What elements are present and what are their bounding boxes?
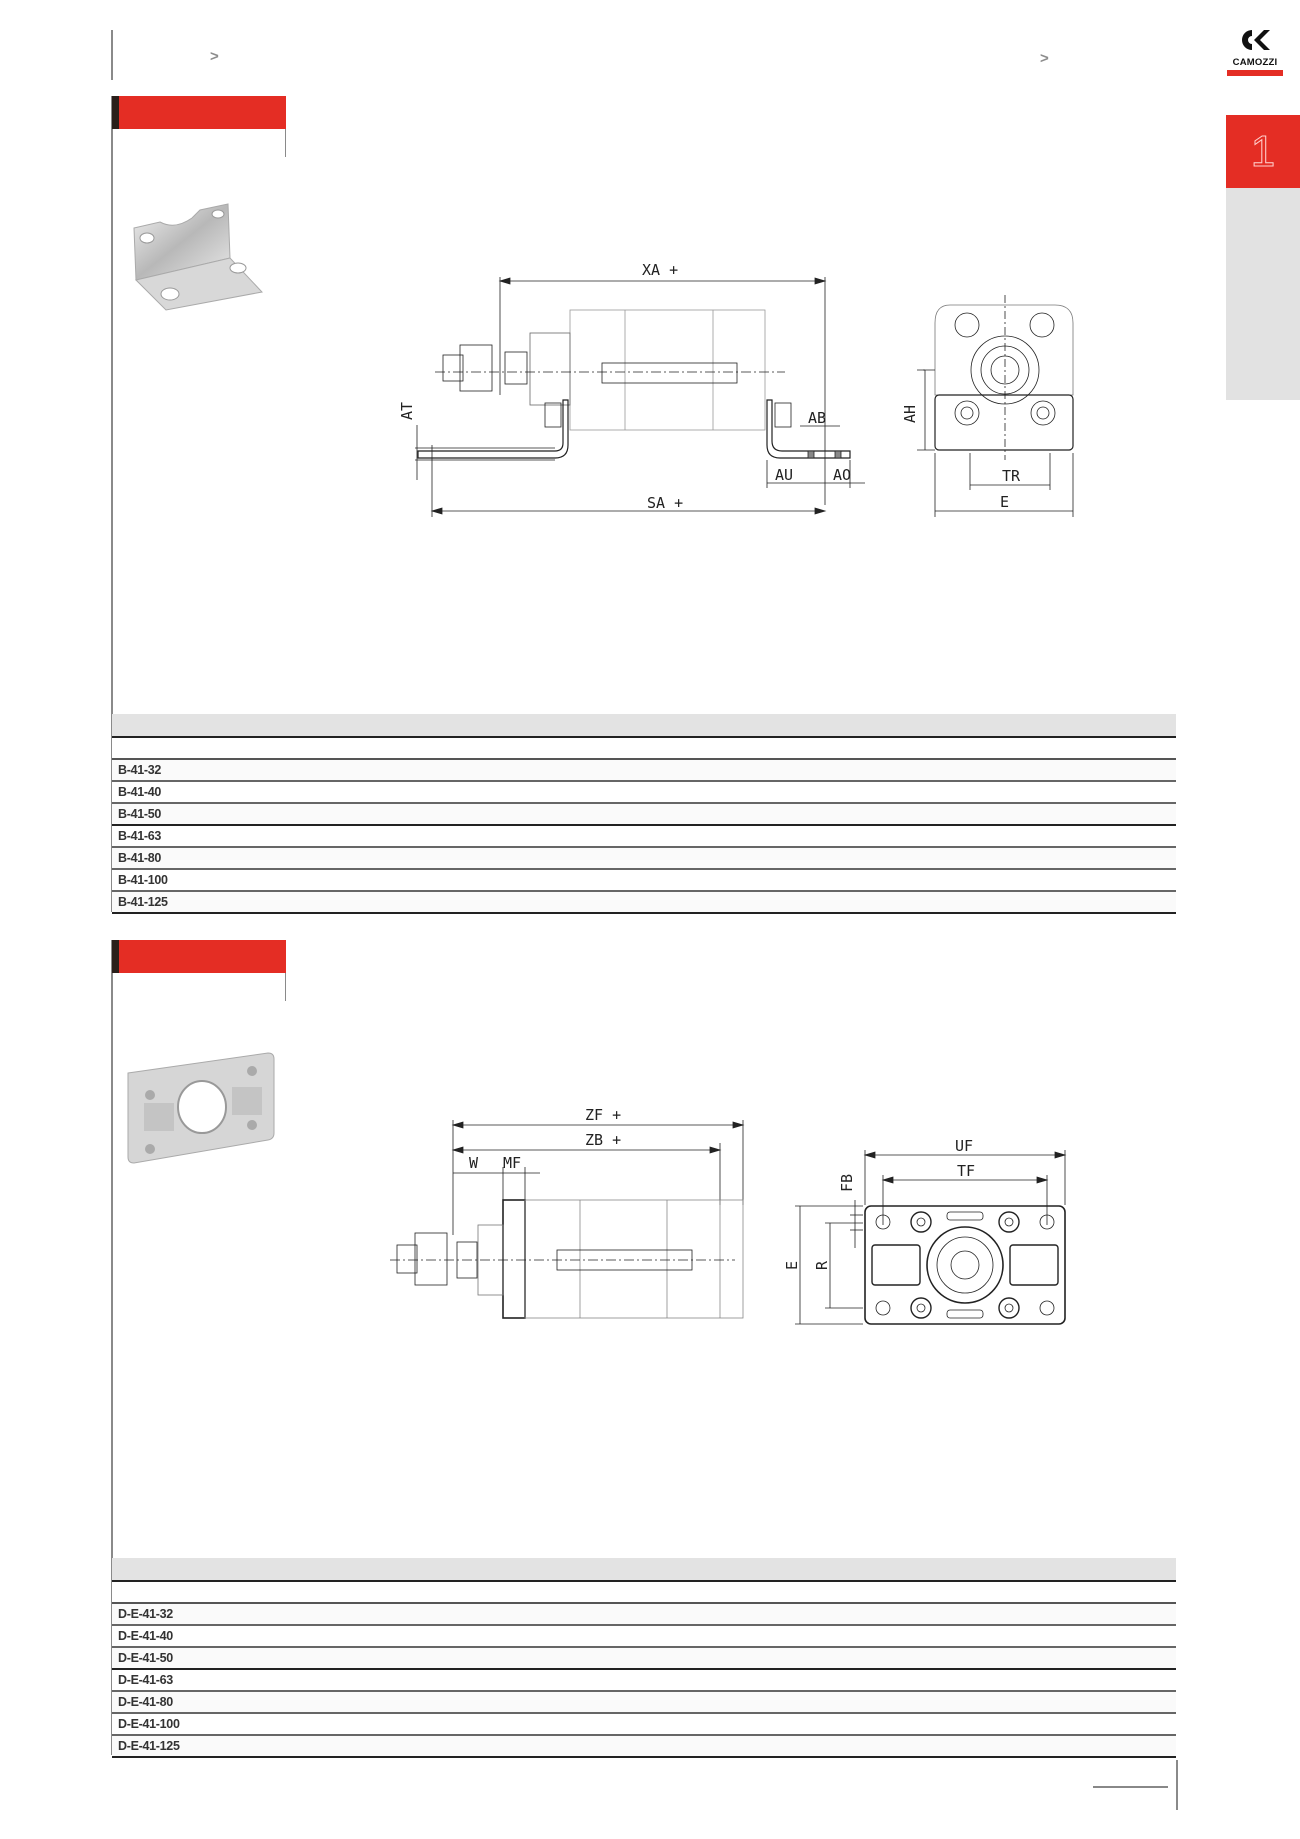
foot-mounting-end-drawing: TR E AH <box>901 295 1074 517</box>
dim-label-mf: MF <box>503 1154 521 1172</box>
dim-label-xa: XA + <box>642 261 678 279</box>
dim-label-zb: ZB + <box>585 1131 621 1149</box>
table-body: D-E-41-32 D-E-41-40 D-E-41-50 D-E-41-63 … <box>112 1604 1176 1758</box>
table-row: D-E-41-50 <box>112 1648 1176 1670</box>
section-2-header <box>112 940 286 973</box>
section-2-left-rule <box>111 940 113 1755</box>
table-header <box>112 714 1176 738</box>
breadcrumb-separator: > <box>1040 50 1049 67</box>
table-row: D-E-41-63 <box>112 1670 1176 1692</box>
foot-bracket-icon <box>133 203 263 311</box>
section-header-marker <box>112 96 119 129</box>
dim-label-tr: TR <box>1002 467 1021 485</box>
dim-label-ao: AO <box>833 466 851 484</box>
dim-label-r: R <box>813 1260 831 1270</box>
section-1-header <box>112 96 286 129</box>
dim-label-zf: ZF + <box>585 1106 621 1124</box>
logo-text: CAMOZZI <box>1232 57 1278 68</box>
section-2-header-rule <box>285 973 286 1001</box>
ck-icon <box>1242 30 1270 50</box>
section-1-left-rule <box>111 96 113 912</box>
dim-label-ab: AB <box>808 409 826 427</box>
table-row: D-E-41-80 <box>112 1692 1176 1714</box>
table-row: D-E-41-32 <box>112 1604 1176 1626</box>
table-row: B-41-63 <box>112 826 1176 848</box>
table-row: B-41-50 <box>112 804 1176 826</box>
table-body: B-41-32 B-41-40 B-41-50 B-41-63 B-41-80 … <box>112 760 1176 914</box>
footer-page-rule <box>1093 1786 1168 1788</box>
flange-mounting-front-drawing: UF TF E R FB <box>783 1137 1067 1325</box>
dim-label-sa: SA + <box>647 494 683 512</box>
chapter-tab[interactable]: 1 <box>1226 115 1300 188</box>
header-left-rule <box>111 30 113 80</box>
table-row: D-E-41-125 <box>112 1736 1176 1758</box>
flange-mounting-side-drawing: ZF + ZB + W MF <box>390 1106 745 1319</box>
table-row: B-41-80 <box>112 848 1176 870</box>
dim-label-at: AT <box>398 402 416 420</box>
flange-mounting-table: D-E-41-32 D-E-41-40 D-E-41-50 D-E-41-63 … <box>112 1558 1176 1758</box>
table-row: B-41-32 <box>112 760 1176 782</box>
table-row: D-E-41-100 <box>112 1714 1176 1736</box>
table-row: D-E-41-40 <box>112 1626 1176 1648</box>
foot-mounting-side-drawing: XA + SA + AU AO AB AT <box>398 261 865 517</box>
table-row: B-41-40 <box>112 782 1176 804</box>
logo-mark-icon <box>1227 28 1283 57</box>
footer-vertical-rule <box>1176 1760 1178 1810</box>
dim-label-w: W <box>469 1154 479 1172</box>
front-flange-icon <box>127 1052 275 1164</box>
foot-mounting-table: B-41-32 B-41-40 B-41-50 B-41-63 B-41-80 … <box>112 714 1176 914</box>
table-subheader <box>112 738 1176 760</box>
table-row: B-41-100 <box>112 870 1176 892</box>
camozzi-logo: CAMOZZI <box>1227 28 1283 76</box>
section-header-marker <box>112 940 119 973</box>
dim-label-tf: TF <box>957 1162 975 1180</box>
table-row: B-41-125 <box>112 892 1176 914</box>
dim-label-uf: UF <box>955 1137 973 1155</box>
breadcrumb-separator: > <box>210 48 219 65</box>
table-header <box>112 1558 1176 1582</box>
dim-label-fb: FB <box>838 1174 856 1192</box>
logo-accent-bar <box>1227 70 1283 76</box>
section-1-header-rule <box>285 129 286 157</box>
table-subheader <box>112 1582 1176 1604</box>
dim-label-e: E <box>783 1261 801 1270</box>
dim-label-au: AU <box>775 466 793 484</box>
dim-label-e: E <box>1000 493 1009 511</box>
dim-label-ah: AH <box>901 405 919 423</box>
